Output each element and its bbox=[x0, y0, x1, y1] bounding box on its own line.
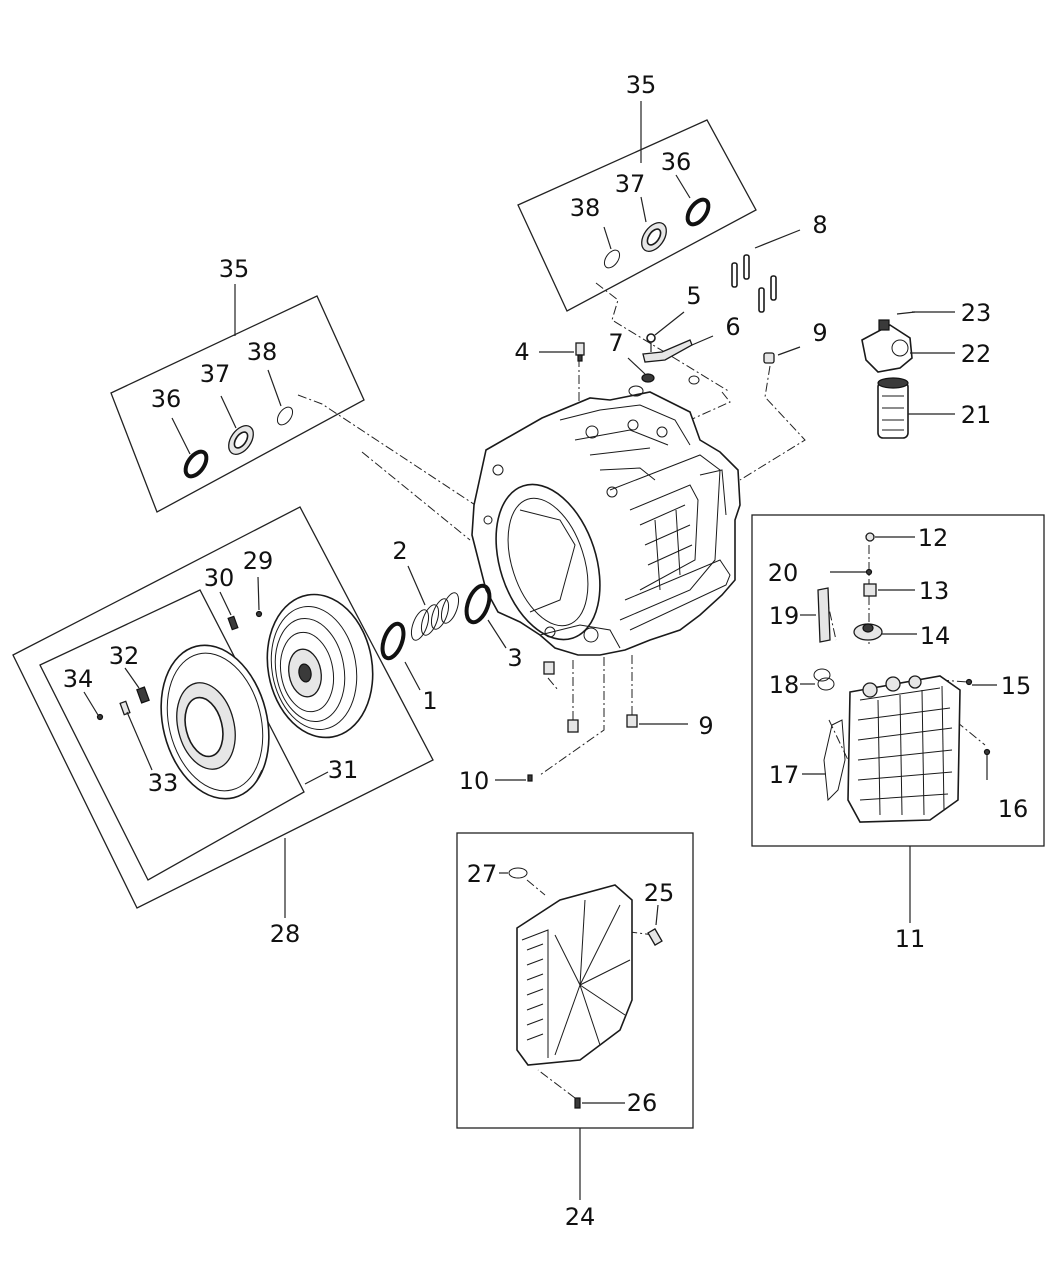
torque-converter bbox=[266, 593, 374, 739]
callout-37-top: 37 bbox=[615, 170, 646, 198]
callout-15: 15 bbox=[1001, 672, 1032, 700]
callout-38-left: 38 bbox=[247, 338, 278, 366]
oil-pan-assembly bbox=[499, 867, 663, 1109]
callout-23: 23 bbox=[961, 299, 992, 327]
callout-9-top: 9 bbox=[812, 319, 827, 347]
callout-3: 3 bbox=[507, 644, 522, 672]
seal-kit-box-left bbox=[110, 284, 365, 513]
callout-38-top: 38 bbox=[570, 194, 601, 222]
solenoid-assembly bbox=[861, 311, 955, 439]
callout-20: 20 bbox=[768, 559, 799, 587]
seal-kit-box-top bbox=[517, 101, 757, 312]
callout-2: 2 bbox=[392, 537, 407, 565]
torque-converter-box-outer bbox=[12, 506, 434, 918]
callout-17: 17 bbox=[769, 761, 800, 789]
callout-28: 28 bbox=[270, 920, 301, 948]
callout-9-bottom: 9 bbox=[698, 712, 713, 740]
callout-5: 5 bbox=[686, 282, 701, 310]
callout-18: 18 bbox=[769, 671, 800, 699]
callout-29: 29 bbox=[243, 547, 274, 575]
callout-34: 34 bbox=[63, 665, 94, 693]
seal-kit-top-parts bbox=[603, 174, 711, 269]
callout-1: 1 bbox=[422, 687, 437, 715]
valve-body-box bbox=[751, 514, 1045, 923]
seal-kit-left-parts bbox=[171, 369, 294, 479]
callout-22: 22 bbox=[961, 340, 992, 368]
callout-31: 31 bbox=[328, 756, 359, 784]
oil-pan-box bbox=[456, 832, 694, 1200]
callout-27: 27 bbox=[467, 860, 498, 888]
callout-36-top: 36 bbox=[661, 148, 692, 176]
callout-14: 14 bbox=[920, 622, 951, 650]
callout-8: 8 bbox=[812, 211, 827, 239]
seal-rings bbox=[380, 565, 507, 691]
callout-36-left: 36 bbox=[151, 385, 182, 413]
callout-labels: 1 2 3 4 5 6 7 8 9 9 10 11 12 13 14 15 16… bbox=[63, 71, 1032, 1231]
callout-32: 32 bbox=[109, 642, 140, 670]
callout-6: 6 bbox=[725, 313, 740, 341]
torque-converter-box-inner bbox=[39, 589, 305, 881]
callout-33: 33 bbox=[148, 769, 179, 797]
callout-11: 11 bbox=[895, 925, 926, 953]
callout-4: 4 bbox=[514, 338, 529, 366]
flexplate bbox=[160, 644, 270, 800]
callout-16: 16 bbox=[998, 795, 1029, 823]
callout-35-left: 35 bbox=[219, 255, 250, 283]
callout-26: 26 bbox=[627, 1089, 658, 1117]
callout-37-left: 37 bbox=[200, 360, 231, 388]
callout-21: 21 bbox=[961, 401, 992, 429]
callout-10: 10 bbox=[459, 767, 490, 795]
callout-30: 30 bbox=[204, 564, 235, 592]
callout-13: 13 bbox=[919, 577, 950, 605]
top-hardware bbox=[495, 229, 801, 782]
callout-7: 7 bbox=[608, 329, 623, 357]
callout-35-top: 35 bbox=[626, 71, 657, 99]
callout-12: 12 bbox=[918, 524, 949, 552]
callout-19: 19 bbox=[769, 602, 800, 630]
transmission-case bbox=[471, 391, 741, 656]
callout-24: 24 bbox=[565, 1203, 596, 1231]
converter-small-parts bbox=[83, 576, 329, 785]
callout-25: 25 bbox=[644, 879, 675, 907]
valve-body-assembly bbox=[800, 532, 997, 823]
